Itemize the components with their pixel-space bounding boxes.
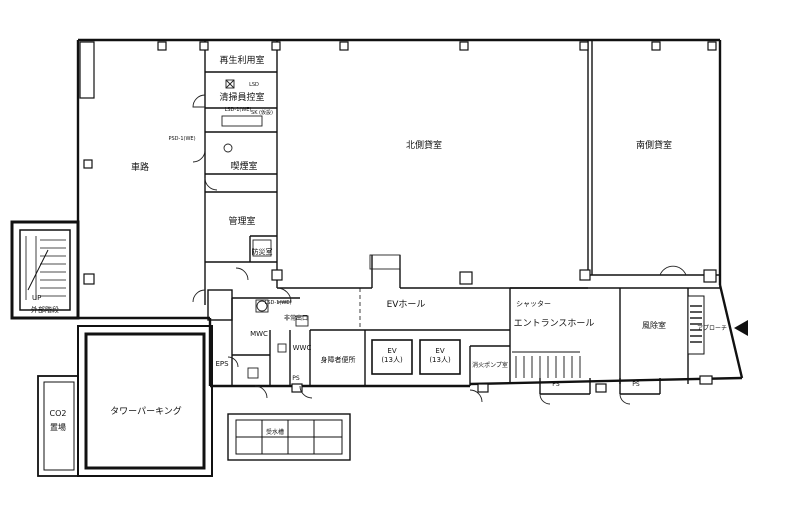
label-co2: CO2: [50, 409, 67, 418]
label-shutter: シャッター: [516, 299, 551, 308]
label-ev1-cap: (13人): [381, 356, 403, 364]
partition-walls: [204, 40, 720, 395]
label-co2-area: 置場: [50, 422, 66, 432]
label-management: 管理室: [228, 215, 255, 227]
label-eps: EPS: [215, 360, 229, 368]
label-lsd-top: LSD-1(WE): [265, 300, 292, 306]
label-ev2: EV: [435, 347, 444, 355]
label-small-tag: LSD: [249, 82, 259, 88]
label-smoking: 喫煙室: [230, 160, 257, 172]
structural-columns: [79, 41, 717, 393]
fixtures: [221, 79, 401, 379]
label-recycling: 再生利用室: [219, 54, 264, 66]
label-entrance-hall: エントランスホール: [514, 318, 595, 329]
label-ev-hall: EVホール: [387, 299, 426, 310]
label-toilet: 身障者便所: [321, 355, 356, 364]
label-emergency-exit: 非常出口: [284, 314, 308, 322]
interior-stairs: [512, 351, 581, 378]
label-north-tenant: 北側貸室: [406, 139, 442, 151]
label-cleaning: 清掃員控室: [219, 91, 264, 103]
label-water-tank: 受水槽: [266, 428, 284, 436]
water-tank: [227, 413, 351, 461]
label-wwc: WWC: [293, 344, 312, 352]
label-ps-1: PS: [552, 381, 560, 388]
co2-storage: [37, 375, 79, 477]
label-car-route: 車路: [131, 161, 149, 173]
door-swings: [192, 94, 687, 405]
label-exterior-stairs: 外部階段: [31, 305, 59, 314]
room-labels: 車路 再生利用室 清掃員控室 喫煙室 管理室 防災室 北側貸室 南側貸室 EVホ…: [31, 54, 727, 436]
label-lsd-left: LSD-1(WE): [225, 107, 252, 113]
label-ps-2: PS: [632, 381, 640, 388]
label-fire-pump: 消火ポンプ室: [472, 361, 508, 369]
label-tower-parking: タワーパーキング: [110, 405, 182, 417]
exterior-stairs: [10, 220, 80, 320]
label-mwc: MWC: [250, 330, 268, 338]
label-approach: アプローチ: [697, 325, 727, 332]
label-ev2-cap: (13人): [429, 356, 451, 364]
tower-parking: [77, 325, 213, 477]
label-psd: PSD-1(WE): [168, 136, 195, 142]
label-sk: SK (仮設): [251, 109, 273, 116]
label-south-tenant: 南側貸室: [636, 139, 672, 151]
entrance-arrow-icon: [734, 320, 748, 336]
label-ps-3: PS: [292, 375, 300, 382]
label-ev1: EV: [387, 347, 396, 355]
entrance-mat: [687, 295, 705, 355]
label-windbreak: 風除室: [642, 320, 666, 330]
label-security: 防災室: [252, 247, 273, 256]
label-up: UP: [32, 294, 41, 302]
